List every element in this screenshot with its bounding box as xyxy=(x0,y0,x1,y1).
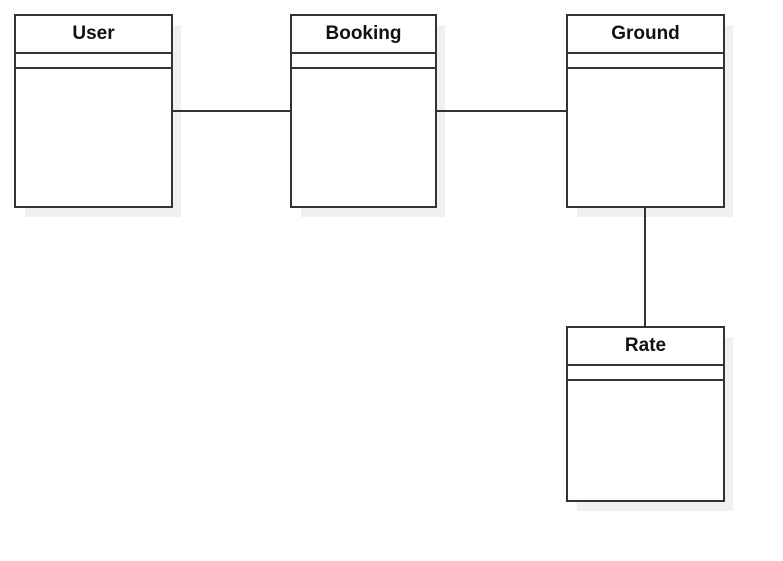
class-rate[interactable]: Rate xyxy=(566,326,725,502)
class-user[interactable]: User xyxy=(14,14,173,208)
class-rate-attributes xyxy=(568,366,723,381)
association-booking-ground xyxy=(436,110,566,112)
association-ground-rate xyxy=(644,207,646,327)
class-ground[interactable]: Ground xyxy=(566,14,725,208)
class-rate-title: Rate xyxy=(568,328,723,366)
class-booking-attributes xyxy=(292,54,435,69)
class-booking-title: Booking xyxy=(292,16,435,54)
class-ground-title: Ground xyxy=(568,16,723,54)
class-ground-attributes xyxy=(568,54,723,69)
class-user-title: User xyxy=(16,16,171,54)
class-booking[interactable]: Booking xyxy=(290,14,437,208)
class-user-attributes xyxy=(16,54,171,69)
association-user-booking xyxy=(172,110,290,112)
